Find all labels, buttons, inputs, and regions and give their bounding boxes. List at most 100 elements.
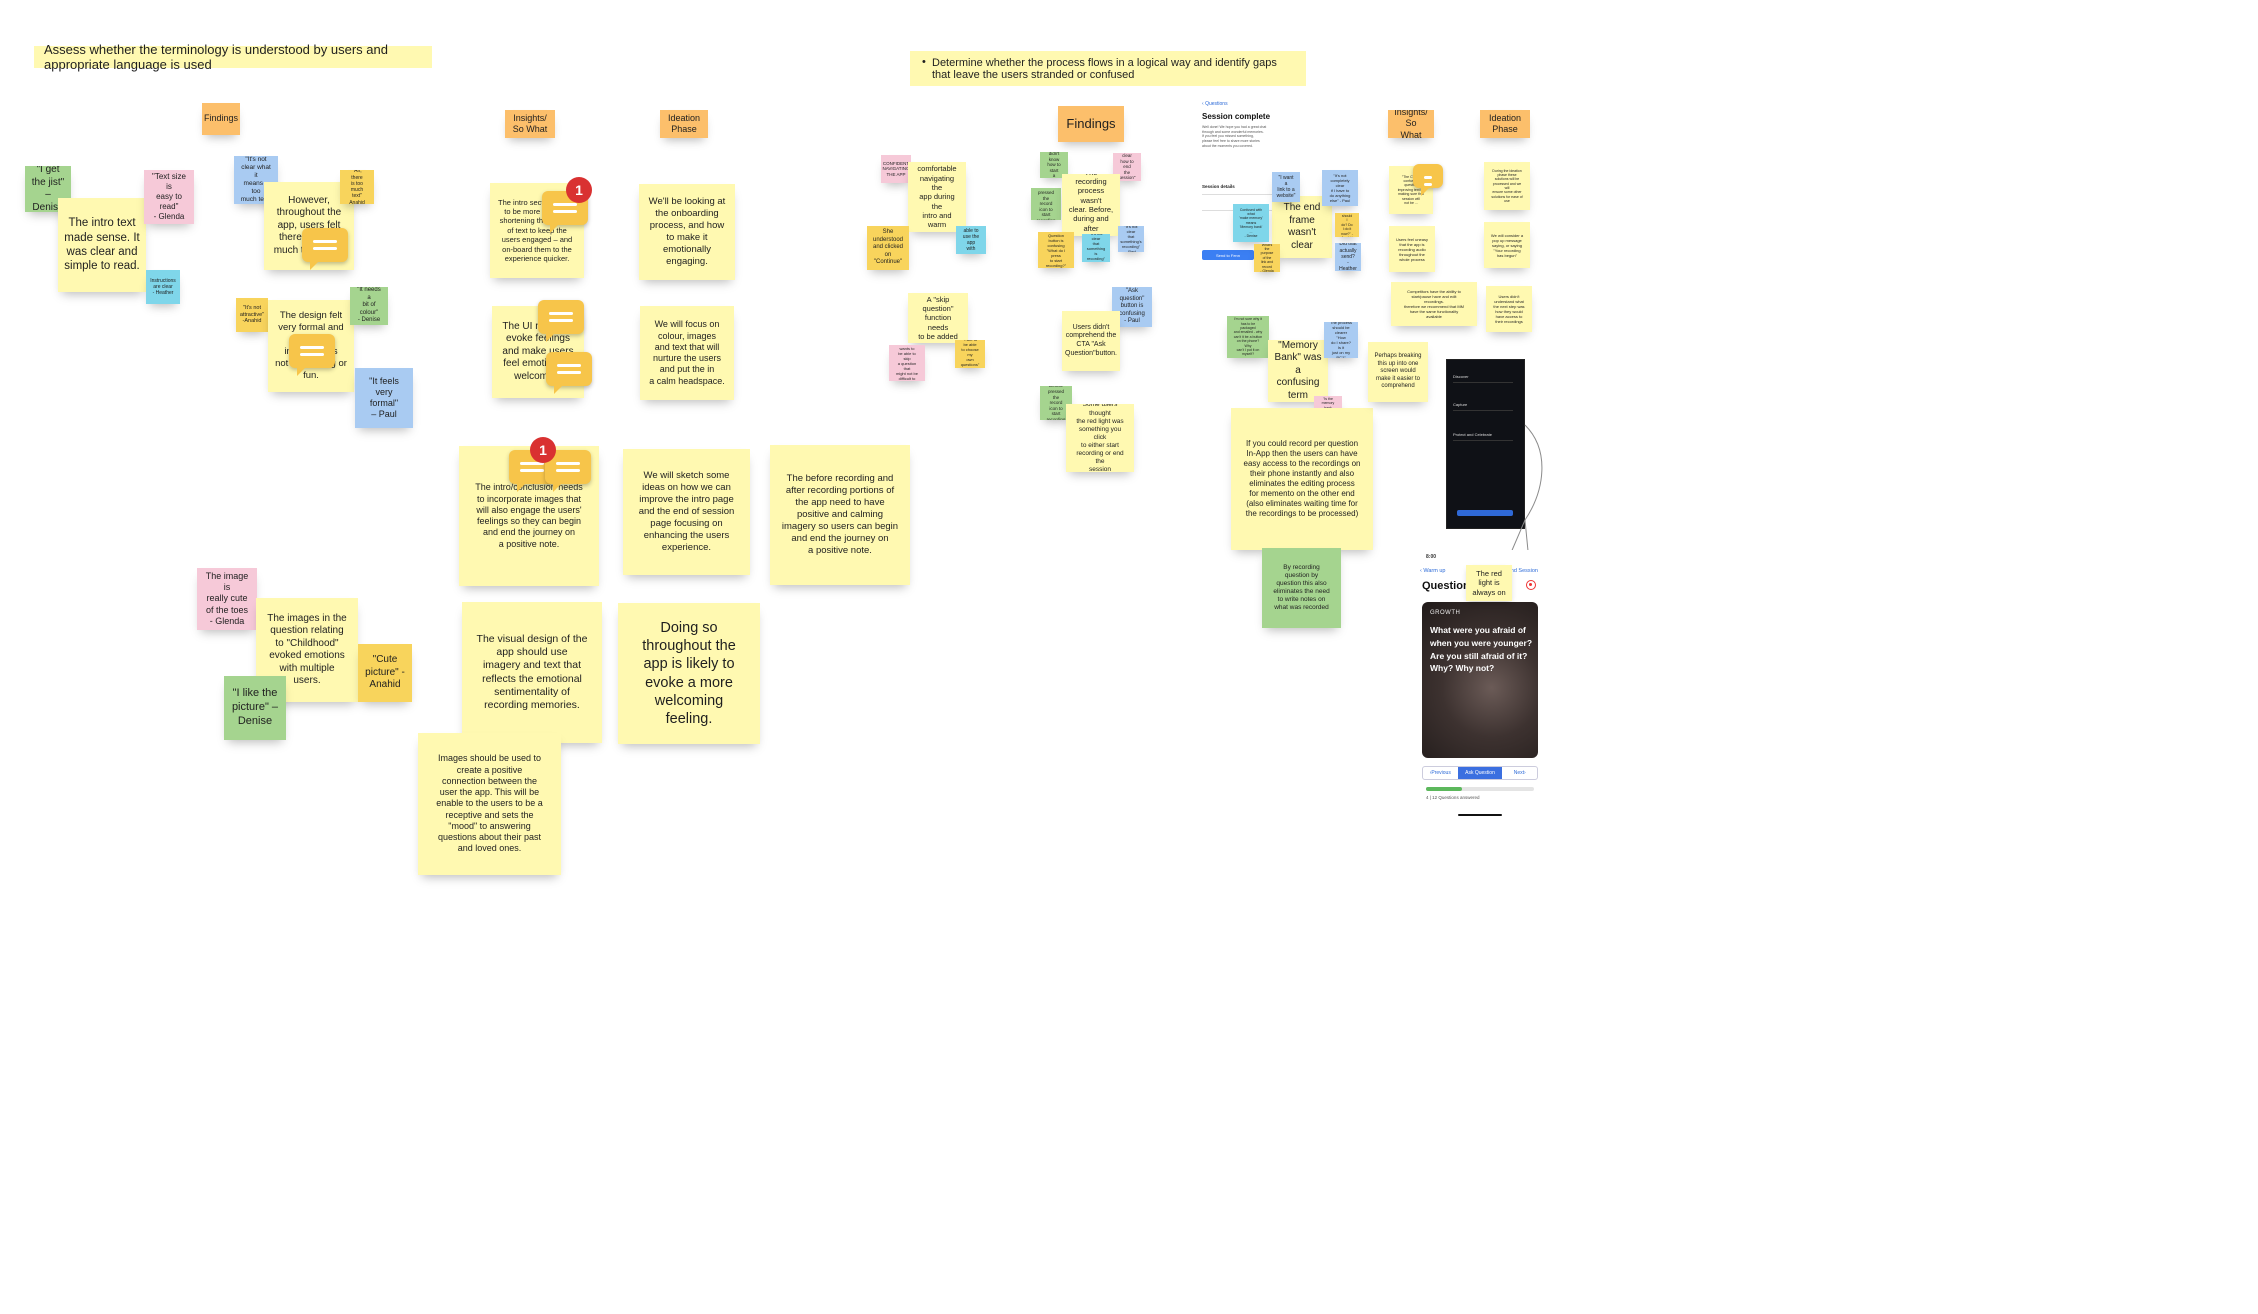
sticky-note[interactable]: What's the purpose of the link and recor…: [1254, 244, 1280, 272]
sticky-note[interactable]: Glenda wants to be able to skip a questi…: [889, 345, 925, 381]
divider: [1453, 440, 1513, 441]
sticky-note[interactable]: Users feel uneasy that the app is record…: [1389, 226, 1435, 272]
note-text: "Ah, there is too much text" Anahid: [349, 170, 365, 204]
sticky-note[interactable]: "Ah, there is too much text" Anahid: [340, 170, 374, 204]
sticky-note[interactable]: Competitors have the ability to start/pa…: [1391, 282, 1477, 326]
note-text: The before recording and after recording…: [781, 473, 899, 556]
sticky-note[interactable]: Did that actually send? - Heather: [1335, 243, 1361, 271]
back-link[interactable]: ‹ Warm up: [1420, 568, 1446, 574]
sticky-note[interactable]: "It feels very formal" – Paul: [355, 368, 413, 428]
objective-banner-left: Assess whether the terminology is unders…: [34, 42, 432, 72]
note-text: During the ideation phase these solution…: [1491, 168, 1523, 204]
sticky-note[interactable]: The recording process wasn't clear. Befo…: [1062, 174, 1120, 236]
sticky-note[interactable]: Denise didn't know how to start a sessio…: [1040, 152, 1068, 178]
next-button[interactable]: Next ›: [1513, 770, 1526, 776]
comment-icon[interactable]: [1413, 164, 1443, 196]
note-text: Some users thought the red light was som…: [1076, 404, 1124, 472]
note-text: We will sketch some ideas on how we can …: [638, 470, 735, 553]
question-category: GROWTH: [1430, 610, 1461, 616]
sticky-note[interactable]: The before recording and after recording…: [770, 445, 910, 585]
sticky-note[interactable]: The Ask Question button is confusing "Wh…: [1038, 232, 1074, 268]
sticky-note[interactable]: If you could record per question In-App …: [1231, 408, 1373, 550]
header-findings[interactable]: Findings: [202, 103, 240, 135]
sticky-note[interactable]: By recording question by question this a…: [1262, 548, 1341, 628]
sticky-note[interactable]: We will sketch some ideas on how we can …: [623, 449, 750, 575]
sticky-note[interactable]: "What should I do? Do I do it now?" - An…: [1335, 213, 1359, 237]
note-text: The recording process wasn't clear. Befo…: [1068, 174, 1114, 236]
questions-answered: 4 | 12 Questions answered: [1426, 795, 1480, 800]
sticky-note[interactable]: Images should be used to create a positi…: [418, 733, 561, 875]
send-button[interactable]: Send to Fenn: [1202, 250, 1254, 260]
note-text: Users didn't understand what the next st…: [1493, 294, 1525, 324]
back-link[interactable]: ‹ Questions: [1202, 101, 1228, 107]
sticky-note[interactable]: "I want a link to a website": [1272, 172, 1300, 202]
note-text: The image is really cute of the toes - G…: [205, 570, 249, 626]
sticky-note[interactable]: The process should be clearer "How do I …: [1324, 322, 1358, 358]
header-findings[interactable]: Findings: [1058, 106, 1124, 142]
sticky-note[interactable]: The intro section needs to be more conci…: [490, 183, 584, 278]
sticky-note[interactable]: Some users thought the red light was som…: [1066, 404, 1134, 472]
previous-button[interactable]: ‹ Previous: [1429, 770, 1451, 776]
dark-phone-screenshot: Discover Capture Protect and Celebrate: [1446, 359, 1525, 529]
note-text: Glenda wants to be able to skip a questi…: [895, 345, 918, 381]
sticky-note[interactable]: "It's not completely clear if I have to …: [1322, 170, 1358, 206]
header-ideation[interactable]: Ideation Phase: [660, 110, 708, 138]
sticky-note[interactable]: CONFIDENT NAVIGATING THE APP: [881, 155, 911, 183]
note-text: "Text size is easy to read" - Glenda: [152, 172, 186, 221]
header-label: Findings: [203, 113, 239, 124]
sticky-note[interactable]: The users felt comfortable navigating th…: [908, 162, 966, 232]
sticky-note[interactable]: The images in the question relating to "…: [256, 598, 358, 702]
comment-icon[interactable]: [538, 300, 584, 342]
continue-button[interactable]: [1457, 510, 1513, 516]
sticky-note[interactable]: The visual design of the app should use …: [462, 602, 602, 743]
sticky-note[interactable]: Denise pressed the record icon to start …: [1031, 188, 1061, 220]
sticky-note[interactable]: "Text size is easy to read" - Glenda: [144, 170, 194, 224]
sticky-note[interactable]: Confused with what 'make memory' means '…: [1233, 204, 1269, 242]
header-insights[interactable]: Insights/ So What: [1388, 110, 1434, 138]
end-session-link[interactable]: End Session: [1507, 568, 1538, 574]
sticky-note[interactable]: Doing so throughout the app is likely to…: [618, 603, 760, 744]
record-icon[interactable]: [1526, 580, 1536, 590]
sticky-note[interactable]: A "skip question" function needs to be a…: [908, 293, 968, 343]
sticky-note[interactable]: "I like the picture" – Denise: [224, 676, 286, 740]
header-insights[interactable]: Insights/ So What: [505, 110, 555, 138]
note-text: If you could record per question In-App …: [1243, 439, 1361, 518]
sticky-note[interactable]: "Cute picture" - Anahid: [358, 644, 412, 702]
sticky-note[interactable]: Denise pressed the record icon to start …: [1040, 386, 1072, 420]
sticky-note[interactable]: She understood and clicked on "Continue": [867, 226, 909, 270]
sticky-note[interactable]: Users didn't understand what the next st…: [1486, 286, 1532, 332]
sticky-note[interactable]: We will consider a pop up message saying…: [1484, 222, 1530, 268]
sticky-note[interactable]: "Memory Bank" was a confusing term: [1268, 340, 1328, 402]
sticky-note[interactable]: "It needs a bit of colour" - Denise: [350, 287, 388, 325]
note-text: "It needs a bit of colour" - Denise: [357, 287, 381, 324]
sticky-note[interactable]: The end frame wasn't clear: [1272, 196, 1332, 258]
note-text: "What should I do? Do I do it now?" - An…: [1341, 213, 1353, 237]
ask-question-button[interactable]: Ask Question: [1457, 767, 1503, 779]
sticky-note[interactable]: Perhaps breaking this up into one screen…: [1368, 342, 1428, 402]
sticky-note[interactable]: "It's not attractive" -Anahid: [236, 298, 268, 332]
sticky-note[interactable]: I'm not sure why it has to be packaged a…: [1227, 316, 1269, 358]
sticky-note[interactable]: The image is really cute of the toes - G…: [197, 568, 257, 630]
sticky-note[interactable]: During the ideation phase these solution…: [1484, 162, 1530, 210]
sticky-note[interactable]: Was able to use the app with ease: [956, 226, 986, 254]
note-text: The process should be clearer "How do I …: [1330, 322, 1353, 358]
sticky-note[interactable]: We will focus on colour, images and text…: [640, 306, 734, 400]
status-time: 8:00: [1426, 554, 1437, 560]
note-text: "It's not attractive" -Anahid: [239, 304, 265, 325]
note-text: Competitors have the ability to start/pa…: [1403, 289, 1465, 319]
comment-icon[interactable]: [546, 352, 592, 394]
header-ideation[interactable]: Ideation Phase: [1480, 110, 1530, 138]
comment-icon[interactable]: [289, 334, 335, 376]
connector-line: [1494, 424, 1543, 591]
sticky-note[interactable]: "I like to be able to choose my own ques…: [955, 340, 985, 368]
header-label: Findings: [1066, 115, 1116, 131]
sticky-note[interactable]: The red light is always on: [1466, 565, 1512, 601]
sticky-note[interactable]: "I get the jist" – Denise: [25, 166, 71, 212]
sticky-note[interactable]: We'll be looking at the onboarding proce…: [639, 184, 735, 280]
sticky-note[interactable]: Users didn't comprehend the CTA "Ask Que…: [1062, 311, 1120, 371]
comment-icon[interactable]: [302, 228, 348, 270]
sticky-note[interactable]: "It's not clear that something is record…: [1082, 234, 1110, 262]
sticky-note[interactable]: The intro text made sense. It was clear …: [58, 198, 146, 292]
sticky-note[interactable]: "It's not clear that something's recordi…: [1118, 226, 1144, 252]
sticky-note[interactable]: Instructions are clear - Heather: [146, 270, 180, 304]
